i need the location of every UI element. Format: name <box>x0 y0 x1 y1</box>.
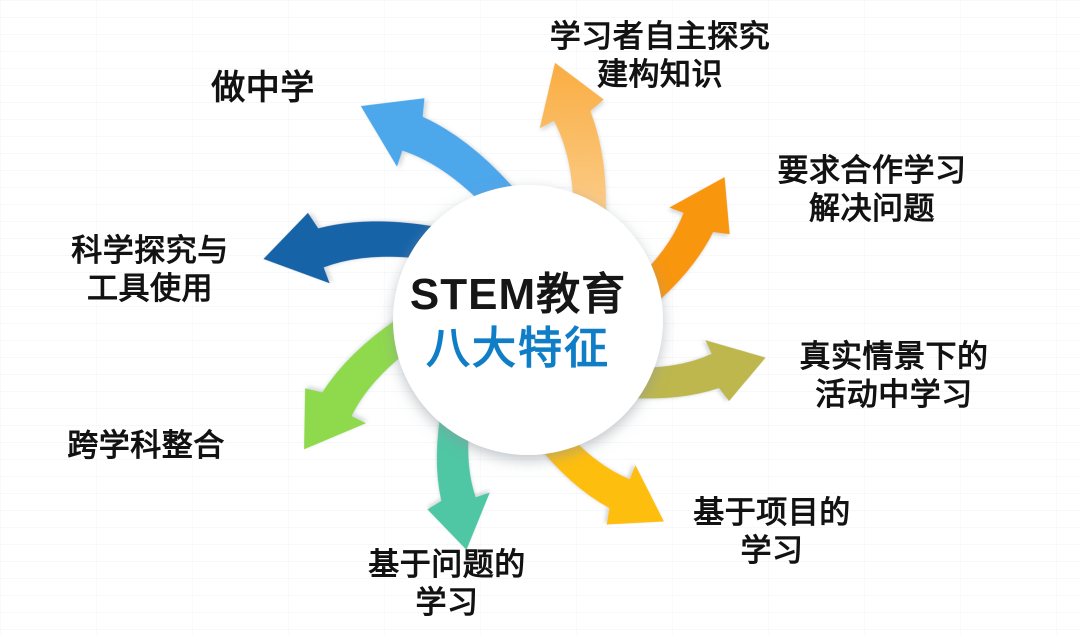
label-learner-inquiry: 学习者自主探究 建构知识 <box>550 18 771 94</box>
label-line: 学习 <box>415 585 479 620</box>
label-line: 基于问题的 <box>368 547 526 582</box>
center-title-line2: 八大特征 <box>425 324 610 373</box>
arrow-learner-inquiry <box>539 62 606 227</box>
label-line: 活动中学习 <box>815 377 973 412</box>
label-line: 学习 <box>740 533 804 568</box>
arrow-real-context-learning <box>612 340 766 402</box>
label-scientific-inquiry-tools: 科学探究与 工具使用 <box>71 232 229 308</box>
label-line: 做中学 <box>211 69 315 107</box>
label-line: 学习者自主探究 <box>549 19 771 54</box>
label-cooperative-learning: 要求合作学习 解决问题 <box>778 152 967 228</box>
label-line: 真实情景下的 <box>799 339 989 374</box>
label-line: 解决问题 <box>809 191 935 226</box>
label-line: 要求合作学习 <box>777 153 967 188</box>
label-real-context-learning: 真实情景下的 活动中学习 <box>800 338 989 414</box>
label-line: 基于项目的 <box>693 495 851 530</box>
center-title-line1: STEM教育 <box>409 270 627 319</box>
arrow-scientific-inquiry-tools <box>263 212 437 284</box>
label-problem-based-learning: 基于问题的 学习 <box>368 546 526 622</box>
center-circle <box>393 185 663 455</box>
center-title: STEM教育 八大特征 <box>410 268 626 376</box>
label-project-based-learning: 基于项目的 学习 <box>693 494 851 570</box>
arrow-learning-by-doing <box>360 98 516 217</box>
label-interdisciplinary: 跨学科整合 <box>67 427 225 465</box>
label-line: 科学探究与 <box>71 233 229 268</box>
arrow-problem-based-learning <box>427 397 490 550</box>
label-learning-by-doing: 做中学 <box>211 69 315 107</box>
label-line: 建构知识 <box>597 57 723 92</box>
label-line: 工具使用 <box>87 271 213 306</box>
arrow-interdisciplinary <box>304 314 426 450</box>
label-line: 跨学科整合 <box>67 428 225 463</box>
